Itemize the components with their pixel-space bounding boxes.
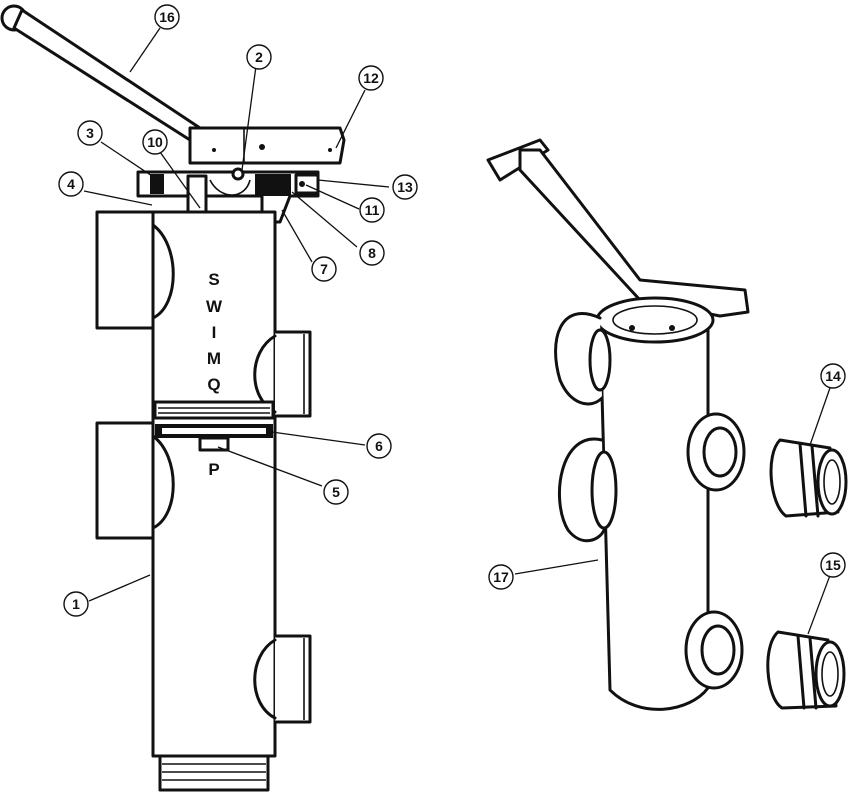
callout-14: 16 <box>154 4 180 30</box>
callout-7: 7 <box>311 256 337 282</box>
callout-label: 1 <box>72 596 80 612</box>
callout-5: 5 <box>323 479 349 505</box>
callout-label: 3 <box>86 125 94 141</box>
assembled-ports <box>554 312 746 690</box>
assembled-valve <box>486 138 848 711</box>
callout-8: 8 <box>359 240 385 266</box>
callout-label: 16 <box>159 9 175 25</box>
callout-label: 5 <box>332 484 340 500</box>
callout-1: 1 <box>63 591 89 617</box>
union-fitting <box>769 438 848 518</box>
callout-2: 2 <box>246 44 272 70</box>
callout-label: 6 <box>375 438 383 454</box>
brand-letter: W <box>206 297 223 316</box>
callout-10: 10 <box>142 129 168 155</box>
callout-label: 11 <box>365 202 380 218</box>
callout-label: 8 <box>368 245 376 261</box>
assembled-handle <box>486 138 750 318</box>
callout-label: 17 <box>493 569 509 585</box>
callout-3: 3 <box>77 120 103 146</box>
brand-letter: S <box>208 270 219 289</box>
threaded-outlet <box>158 754 270 792</box>
callout-15: 14 <box>820 363 846 389</box>
callout-label: 15 <box>825 557 841 573</box>
callout-label: 7 <box>320 261 328 277</box>
callout-label: 14 <box>825 368 841 384</box>
callout-label: 4 <box>67 176 75 192</box>
right-ports <box>253 330 312 724</box>
callout-12: 12 <box>358 65 384 91</box>
brand-letter: M <box>207 349 221 368</box>
cutaway-valve: S W I M Q P <box>0 4 346 792</box>
callout-11: 11 <box>359 197 385 223</box>
brand-letter: P <box>208 460 219 479</box>
valve-handle <box>0 4 346 165</box>
union-fitting <box>766 630 846 710</box>
callout-label: 13 <box>397 179 413 195</box>
callout-13: 13 <box>392 174 418 200</box>
callout-17: 17 <box>488 564 514 590</box>
callout-label: 12 <box>363 70 379 86</box>
callout-label: 2 <box>255 49 263 65</box>
callout-4: 4 <box>58 171 84 197</box>
callout-label: 10 <box>147 134 163 150</box>
callout-6: 6 <box>366 433 392 459</box>
valve-body <box>151 210 277 758</box>
left-ports <box>95 210 175 540</box>
leader-lines <box>83 27 833 635</box>
callout-16: 15 <box>820 552 846 578</box>
brand-letter: Q <box>207 375 220 394</box>
brand-letter: I <box>212 323 217 342</box>
internal-disc <box>153 400 275 452</box>
brand-lettering: S W I M Q P <box>206 270 223 479</box>
